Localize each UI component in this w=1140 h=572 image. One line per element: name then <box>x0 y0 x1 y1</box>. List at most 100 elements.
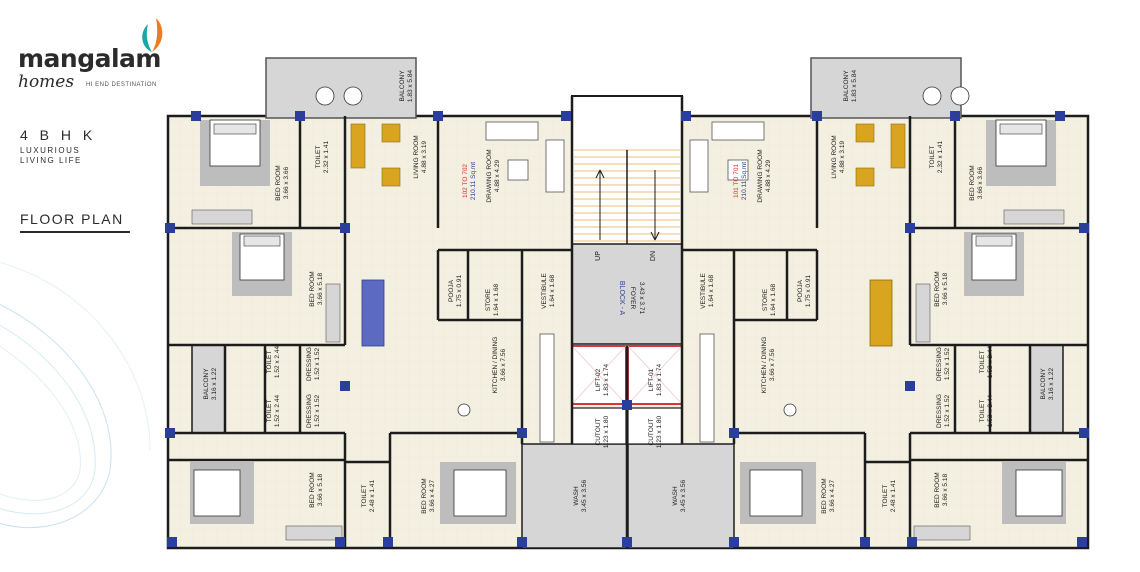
block-label: BLOCK - A <box>618 281 625 316</box>
room-dims: 1.52 x 2.44 <box>987 395 994 428</box>
room-dims: 1.83 x 5.84 <box>851 70 858 103</box>
room-name: DRESSING <box>306 394 313 428</box>
column-17 <box>1079 428 1089 438</box>
bed-icon <box>232 232 292 296</box>
column-0 <box>191 111 201 121</box>
column-9 <box>340 223 350 233</box>
bed-icon <box>740 462 816 524</box>
room-name: KITCHEN / DINING <box>492 337 499 394</box>
room-dims: 3.66 x 4.27 <box>829 480 836 513</box>
room-dims: 3.66 x 5.18 <box>317 474 324 507</box>
room-name: CUTOUT <box>595 418 602 445</box>
room-dims: 1.64 x 1.68 <box>493 284 500 317</box>
room-name: BED ROOM <box>821 478 828 513</box>
column-6 <box>950 111 960 121</box>
room-dims: 1.52 x 2.44 <box>274 395 281 428</box>
column-27 <box>622 400 632 410</box>
column-12 <box>340 381 350 391</box>
room-dims: 1.83 x 5.84 <box>407 70 414 103</box>
room-name: LIFT-02 <box>595 368 602 391</box>
room-dims: 1.52 x 1.52 <box>314 395 321 428</box>
room-dims: 2.48 x 1.41 <box>369 480 376 513</box>
unit-range: 101 TO 701 <box>733 164 740 198</box>
room-dims: 1.75 x 0.91 <box>805 275 812 308</box>
unit-range: 102 TO 702 <box>462 164 469 198</box>
room-dims: 1.52 x 1.52 <box>944 348 951 381</box>
column-8 <box>165 223 175 233</box>
room-name: DRAWING ROOM <box>757 149 764 202</box>
room-dims: 3.45 x 3.56 <box>581 480 588 513</box>
room-name: TOILET <box>266 400 273 423</box>
furniture <box>190 86 1066 541</box>
column-16 <box>729 428 739 438</box>
room-name: WASH <box>672 486 679 506</box>
bed-icon <box>986 119 1056 186</box>
stair-down-label: DN <box>650 251 657 261</box>
column-7 <box>1055 111 1065 121</box>
brand-name: mangalam <box>18 44 161 73</box>
core-labels: UP DN BLOCK - A FOYER 3.43 x 3.71 <box>595 251 657 316</box>
room-name: WASH <box>573 486 580 506</box>
room-name: STORE <box>485 288 492 311</box>
room-name: VESTIBULE <box>541 272 548 308</box>
room-dims: 1.52 x 1.52 <box>944 395 951 428</box>
column-1 <box>295 111 305 121</box>
room-dims: 1.64 x 1.68 <box>549 275 556 308</box>
room-dims: 3.66 x 7.56 <box>769 349 776 382</box>
column-26 <box>1077 537 1087 547</box>
column-11 <box>1079 223 1089 233</box>
column-22 <box>622 537 632 547</box>
bed-icon <box>200 119 270 186</box>
bed-icon <box>190 462 254 524</box>
room-name: BED ROOM <box>309 472 316 507</box>
room-name: BED ROOM <box>421 478 428 513</box>
room-dims: 1.23 x 1.80 <box>656 416 663 449</box>
room-dims: 1.83 x 1.74 <box>603 364 610 397</box>
bhk-label: 4 B H K <box>20 127 97 143</box>
room-dims: 3.16 x 1.22 <box>1048 368 1055 401</box>
bed-icon <box>1002 462 1066 524</box>
room-name: BED ROOM <box>309 271 316 306</box>
room-dims: 4.88 x 4.29 <box>494 160 501 193</box>
room-dims: 3.45 x 3.56 <box>680 480 687 513</box>
room-dims: 1.23 x 1.80 <box>603 416 610 449</box>
room-dims: 3.66 x 3.66 <box>977 167 984 200</box>
column-14 <box>165 428 175 438</box>
room-name: DRAWING ROOM <box>486 149 493 202</box>
room-name: TOILET <box>882 485 889 508</box>
column-25 <box>907 537 917 547</box>
room-dims: 1.52 x 2.44 <box>274 346 281 379</box>
room-dims: 3.66 x 5.18 <box>942 273 949 306</box>
room-name: TOILET <box>361 485 368 508</box>
room-dims: 1.83 x 1.74 <box>656 364 663 397</box>
bed-icon <box>440 462 516 524</box>
room-name: BALCONY <box>843 70 850 102</box>
column-20 <box>383 537 393 547</box>
room-name: STORE <box>762 288 769 311</box>
